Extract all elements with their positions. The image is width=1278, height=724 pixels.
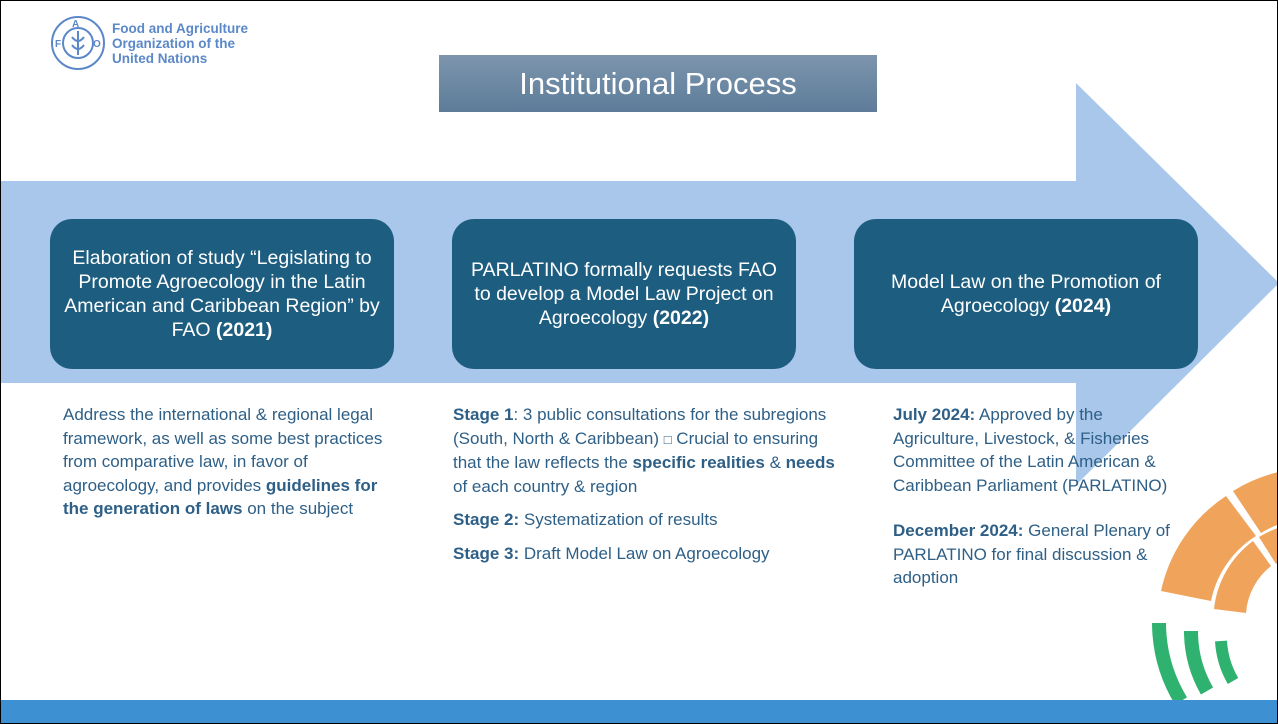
stage1-text2: Crucial to ensuring that the law reflect… — [453, 428, 819, 473]
logo-line2: Organization of the — [112, 35, 235, 51]
svg-text:F: F — [55, 39, 61, 50]
stage1-label: Stage 1 — [453, 405, 514, 424]
svg-text:A: A — [72, 19, 79, 30]
footer-bar — [1, 700, 1277, 723]
stage-box-2022: PARLATINO formally requests FAO to devel… — [452, 219, 796, 369]
missing-glyph-icon: □ — [663, 431, 672, 447]
slide-title: Institutional Process — [439, 55, 877, 112]
column-2024-description: July 2024: Approved by the Agriculture, … — [893, 403, 1183, 600]
stage2-label: Stage 2: — [453, 510, 520, 529]
july-label: July 2024: — [893, 405, 976, 424]
logo-line1: Food and Agriculture — [112, 20, 248, 36]
fao-logo: F A O Food and Agriculture Organization … — [50, 15, 248, 71]
col1-end: on the subject — [242, 499, 354, 518]
stage-2024-year: (2024) — [1054, 295, 1112, 317]
stage-2022-text: PARLATINO formally requests FAO to devel… — [471, 259, 777, 329]
december-text: General Plenary of PARLATINO for final d… — [893, 521, 1170, 587]
stage1-end: of each country & region — [453, 476, 638, 496]
column-2021-description: Address the international & regional leg… — [63, 403, 383, 531]
svg-text:O: O — [93, 39, 101, 50]
column-2022-description: Stage 1: 3 public consultations for the … — [453, 403, 835, 575]
december-label: December 2024: — [893, 521, 1024, 540]
stage-box-2024: Model Law on the Promotion of Agroecolog… — [854, 219, 1198, 369]
stage1-bold2: needs — [785, 453, 835, 472]
july-text: Approved by the Agriculture, Livestock, … — [893, 405, 1168, 495]
stage3-label: Stage 3: — [453, 543, 520, 563]
stage-2024-text: Model Law on the Promotion of Agroecolog… — [891, 271, 1161, 317]
stage-box-2021: Elaboration of study “Legislating to Pro… — [50, 219, 394, 369]
fao-logo-text: Food and Agriculture Organization of the… — [112, 21, 248, 66]
col1-text: Address the international & regional leg… — [63, 405, 383, 495]
stage-2021-text: Elaboration of study “Legislating to Pro… — [64, 247, 380, 341]
stage-2021-year: (2021) — [216, 319, 273, 341]
fao-emblem-icon: F A O — [51, 16, 105, 70]
stage1-mid: & — [764, 453, 786, 472]
stage3-text: Draft Model Law on Agroecology — [519, 543, 770, 563]
stage-2022-year: (2022) — [652, 307, 710, 329]
stage1-bold1: specific realities — [632, 453, 765, 472]
logo-line3: United Nations — [112, 50, 208, 66]
stage1-text: : 3 public consultations for the subregi… — [453, 405, 827, 448]
col1-bold: guidelines for the generation of laws — [63, 475, 378, 519]
stage2-text: Systematization of results — [519, 510, 718, 529]
